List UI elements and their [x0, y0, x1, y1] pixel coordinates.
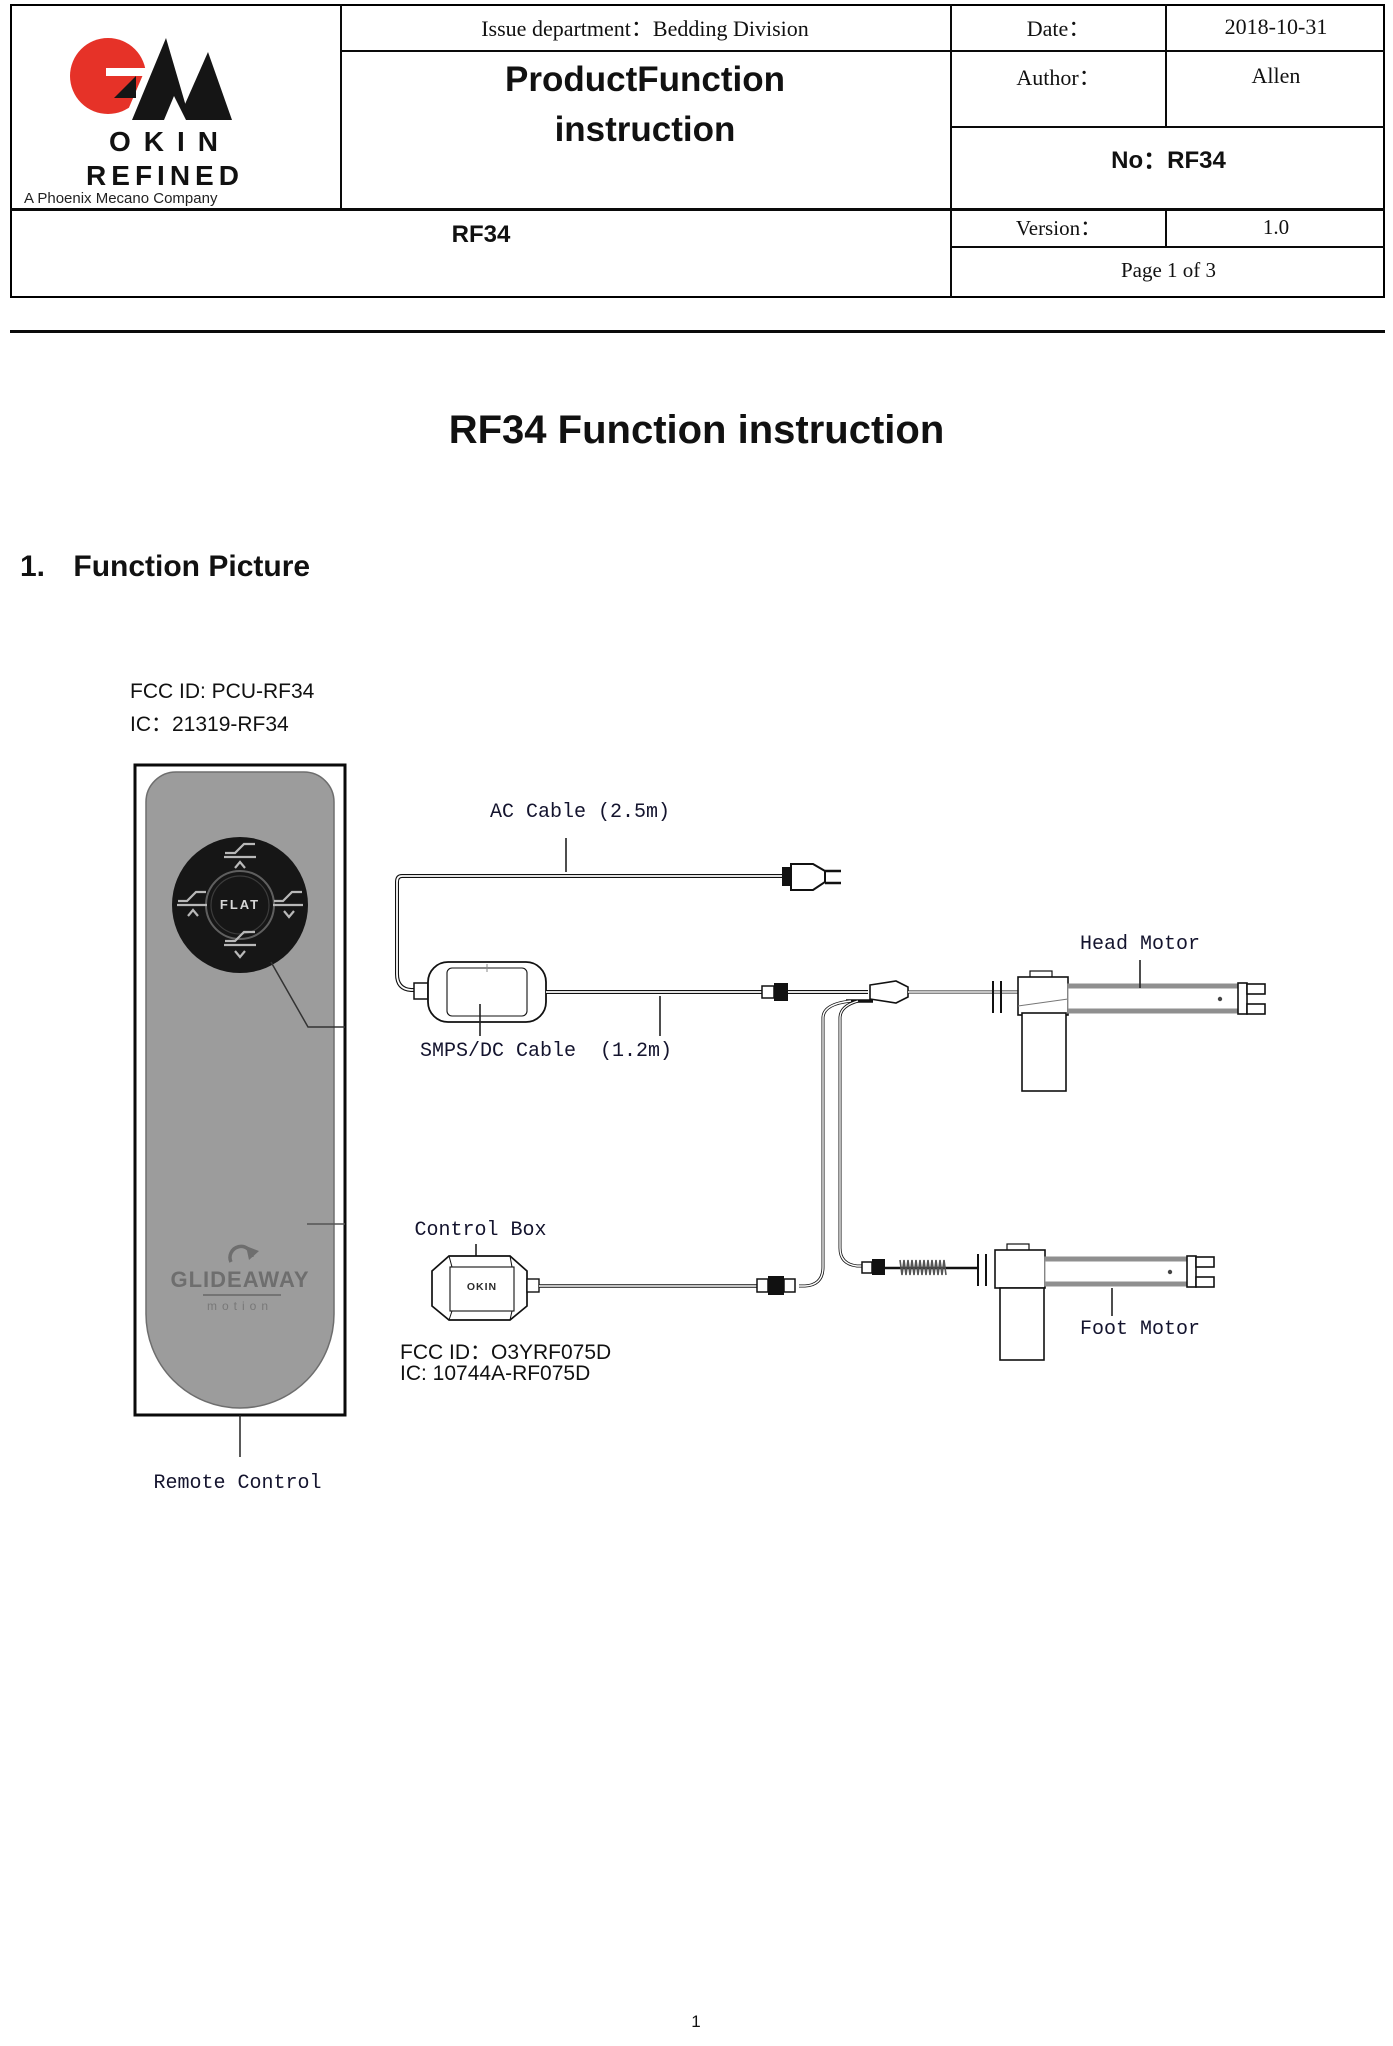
main-title: RF34 Function instruction — [448, 408, 945, 452]
head-motor-gearbox — [1021, 1012, 1067, 1092]
fm-connector-b — [872, 1259, 885, 1275]
author-label: Author： — [1016, 65, 1101, 90]
control-box-brand: OKIN — [466, 1281, 498, 1293]
bed-lower-icon — [273, 890, 303, 919]
head-motor-label: Head Motor — [1079, 933, 1201, 956]
okin-mountains-logo-icon — [70, 30, 232, 124]
section-divider — [10, 330, 1385, 333]
pad-callout-line — [270, 961, 345, 1028]
ac-plug-collar — [782, 867, 791, 886]
dc-connector-a — [761, 985, 775, 999]
page-info: Page 1 of 3 — [1120, 257, 1217, 282]
section-number: 1. — [20, 550, 46, 583]
glideaway-brand: GLIDEAWAY — [170, 1267, 310, 1292]
y-splitter — [869, 980, 909, 1004]
table-border — [1165, 208, 1167, 248]
logo-brand-top: OKIN — [109, 126, 231, 157]
fm-connector-a — [861, 1261, 873, 1274]
remote-control-label: Remote Control — [153, 1472, 322, 1495]
model-code: RF34 — [451, 221, 511, 248]
cb-connector-a — [756, 1278, 769, 1293]
drop-cable-footmotor-core — [839, 1000, 862, 1267]
foot-cable-coil — [899, 1259, 947, 1276]
logo-tagline: A Phoenix Mecano Company — [24, 190, 218, 207]
table-border — [1165, 4, 1167, 128]
control-box-label: Control Box — [414, 1219, 547, 1242]
controlbox-ic-id: IC: 10744A-RF075D — [400, 1362, 591, 1385]
head-motor-housing — [1017, 976, 1069, 1016]
date-label: Date： — [1026, 16, 1091, 41]
head-motor-bracket — [992, 981, 1002, 1013]
table-border — [340, 4, 342, 210]
bed-head-lower-icon — [224, 930, 256, 959]
header-table — [10, 4, 1385, 298]
drop-cable-controlbox-core — [799, 1000, 852, 1287]
foot-motor-dot — [1167, 1269, 1173, 1275]
doc-number: No：RF34 — [1111, 146, 1226, 174]
control-box-outlet — [526, 1278, 540, 1293]
glideaway-swoosh-tip — [246, 1246, 259, 1260]
section-heading: 1. Function Picture — [20, 550, 310, 584]
table-border — [10, 208, 1385, 211]
head-motor-tube-edges — [1068, 983, 1238, 1014]
version-label: Version： — [1015, 216, 1102, 240]
ac-plug — [790, 863, 826, 891]
smps-input-nub — [413, 982, 429, 1000]
glideaway-swoosh-icon — [228, 1244, 254, 1263]
head-motor-clevis-bottom — [1246, 1003, 1266, 1015]
smps-dc-cable-label: SMPS/DC Cable (1.2m) — [420, 1040, 673, 1063]
foot-motor-label: Foot Motor — [1079, 1318, 1201, 1341]
table-border — [950, 126, 1385, 128]
controlbox-fcc-id: FCC ID：O3YRF075D — [400, 1341, 612, 1364]
cb-connector-c — [783, 1278, 796, 1293]
remote-outline-box — [133, 763, 347, 1417]
table-border — [340, 50, 1385, 52]
remote-fcc-id: FCC ID: PCU-RF34 — [130, 680, 315, 703]
head-motor-seam — [1017, 998, 1069, 1007]
smps-inner-face — [446, 967, 528, 1017]
foot-motor-gearbox — [999, 1287, 1045, 1361]
head-motor-dot — [1217, 996, 1223, 1002]
bed-raise-icon — [177, 890, 207, 917]
table-border — [950, 246, 1385, 248]
foot-motor-tube-edges — [1045, 1256, 1187, 1287]
ac-cable-label: AC Cable (2.5m) — [489, 801, 671, 824]
head-motor-clevis-top — [1246, 983, 1266, 995]
foot-motor-housing — [994, 1249, 1046, 1289]
foot-motor-top-detail — [1006, 1243, 1030, 1253]
foot-motor-clevis-top — [1195, 1256, 1215, 1268]
date-value: 2018-10-31 — [1224, 14, 1328, 39]
ac-cable-core — [396, 875, 788, 991]
product-title-line1: ProductFunction — [505, 60, 785, 99]
bed-head-raise-icon — [224, 842, 256, 869]
head-motor-top-detail — [1029, 970, 1053, 980]
product-title-line2: instruction — [554, 110, 736, 149]
smps-label-leaders — [479, 996, 661, 1036]
foot-motor-tube — [1044, 1256, 1188, 1287]
logo-brand-bottom: REFINED — [86, 160, 244, 191]
table-border — [950, 4, 952, 298]
cb-connector-b — [768, 1276, 784, 1295]
ac-cable — [395, 874, 788, 992]
head-motor-endcap — [1237, 982, 1248, 1015]
glideaway-underline — [203, 1294, 281, 1296]
remote-ic-id: IC：21319-RF34 — [130, 713, 289, 736]
glideaway-sub: motion — [206, 1299, 274, 1313]
head-motor-tube — [1067, 983, 1239, 1014]
foot-motor-bracket — [977, 1254, 987, 1286]
dc-connector-b — [774, 983, 788, 1001]
smps-power-supply — [427, 961, 547, 1023]
version-value: 1.0 — [1262, 214, 1290, 239]
issue-department: Issue department：Bedding Division — [481, 16, 809, 41]
ac-plug-prongs — [825, 869, 841, 885]
foot-motor-clevis-bottom — [1195, 1276, 1215, 1288]
drop-cable-controlbox — [799, 999, 852, 1288]
author-value: Allen — [1251, 63, 1301, 88]
section-title: Function Picture — [73, 550, 311, 583]
drop-cable-footmotor — [838, 999, 862, 1268]
page-number: 1 — [691, 2012, 701, 2031]
foot-motor-endcap — [1186, 1255, 1197, 1288]
flat-button: FLAT — [219, 897, 261, 912]
